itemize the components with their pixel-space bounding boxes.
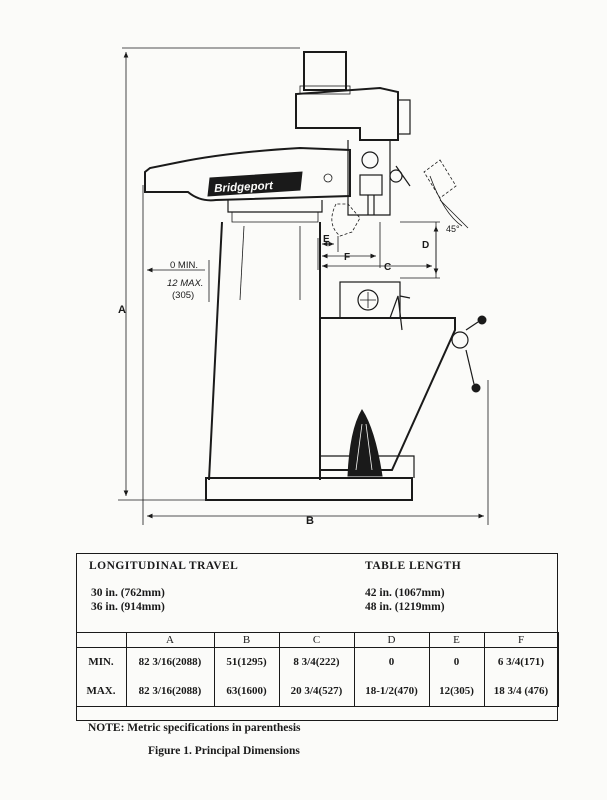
row-label-min: MIN. (75, 647, 127, 676)
dimension-table: A B C D E F MIN. 82 3/16(2088) 51(1295) … (75, 632, 559, 707)
cell-max-c: 20 3/4(527) (278, 676, 355, 707)
length-value-2: 48 in. (1219mm) (365, 601, 445, 613)
cell-max-d: 18-1/2(470) (353, 676, 430, 707)
cell-max-b: 63(1600) (213, 676, 280, 707)
header-blank (75, 632, 127, 648)
base (205, 455, 415, 501)
label-c: C (384, 262, 391, 273)
label-max-metric: (305) (172, 290, 194, 301)
label-b: B (306, 515, 314, 527)
ram-travel-dimension: 0 MIN. 12 MAX. (305) (147, 260, 210, 302)
travel-value-1: 30 in. (762mm) (91, 587, 165, 599)
milling-head: 45° (295, 51, 469, 237)
dimension-c-f-e-d: E F C D (317, 221, 440, 279)
knee (319, 295, 487, 477)
label-a: A (118, 304, 126, 316)
length-value-1: 42 in. (1067mm) (365, 587, 445, 599)
column (208, 221, 321, 481)
table-header-row: A B C D E F (75, 632, 559, 648)
label-angle: 45° (446, 224, 460, 234)
dimension-b: B (142, 185, 489, 527)
specification-box: LONGITUDINAL TRAVEL TABLE LENGTH 30 in. … (75, 553, 559, 721)
label-f: F (344, 252, 350, 263)
header-d: D (353, 632, 430, 648)
figure-caption: Figure 1. Principal Dimensions (148, 745, 300, 757)
travel-value-2: 36 in. (914mm) (91, 601, 165, 613)
cell-min-c: 8 3/4(222) (278, 647, 355, 676)
header-a: A (125, 632, 215, 648)
brand-logo-text: Bridgeport (214, 180, 274, 195)
length-header: TABLE LENGTH (365, 560, 462, 572)
dimension-a: A (118, 47, 300, 501)
header-c: C (278, 632, 355, 648)
cell-max-a: 82 3/16(2088) (125, 676, 215, 707)
label-min: 0 MIN. (170, 260, 198, 271)
cell-min-b: 51(1295) (213, 647, 280, 676)
cell-min-e: 0 (428, 647, 485, 676)
bridgeport-logo: Bridgeport (207, 171, 303, 197)
machine-drawing: A B 0 MIN. 12 MAX. (305) Bridgeport (118, 47, 489, 527)
label-d: D (422, 240, 429, 251)
cell-min-f: 6 3/4(171) (483, 647, 559, 676)
cell-max-e: 12(305) (428, 676, 485, 707)
header-f: F (483, 632, 559, 648)
header-e: E (428, 632, 485, 648)
label-e: E (323, 234, 330, 245)
label-max: 12 MAX. (167, 278, 203, 289)
metric-note: NOTE: Metric specifications in parenthes… (88, 722, 301, 734)
table-row-max: MAX. 82 3/16(2088) 63(1600) 20 3/4(527) … (75, 676, 559, 707)
cell-min-a: 82 3/16(2088) (125, 647, 215, 676)
table-row-min: MIN. 82 3/16(2088) 51(1295) 8 3/4(222) 0… (75, 647, 559, 676)
travel-header: LONGITUDINAL TRAVEL (89, 560, 239, 572)
row-label-max: MAX. (75, 676, 127, 707)
cell-min-d: 0 (353, 647, 430, 676)
ram: Bridgeport (144, 146, 351, 202)
header-b: B (213, 632, 280, 648)
table-saddle (339, 281, 411, 319)
cell-max-f: 18 3/4 (476) (483, 676, 559, 707)
